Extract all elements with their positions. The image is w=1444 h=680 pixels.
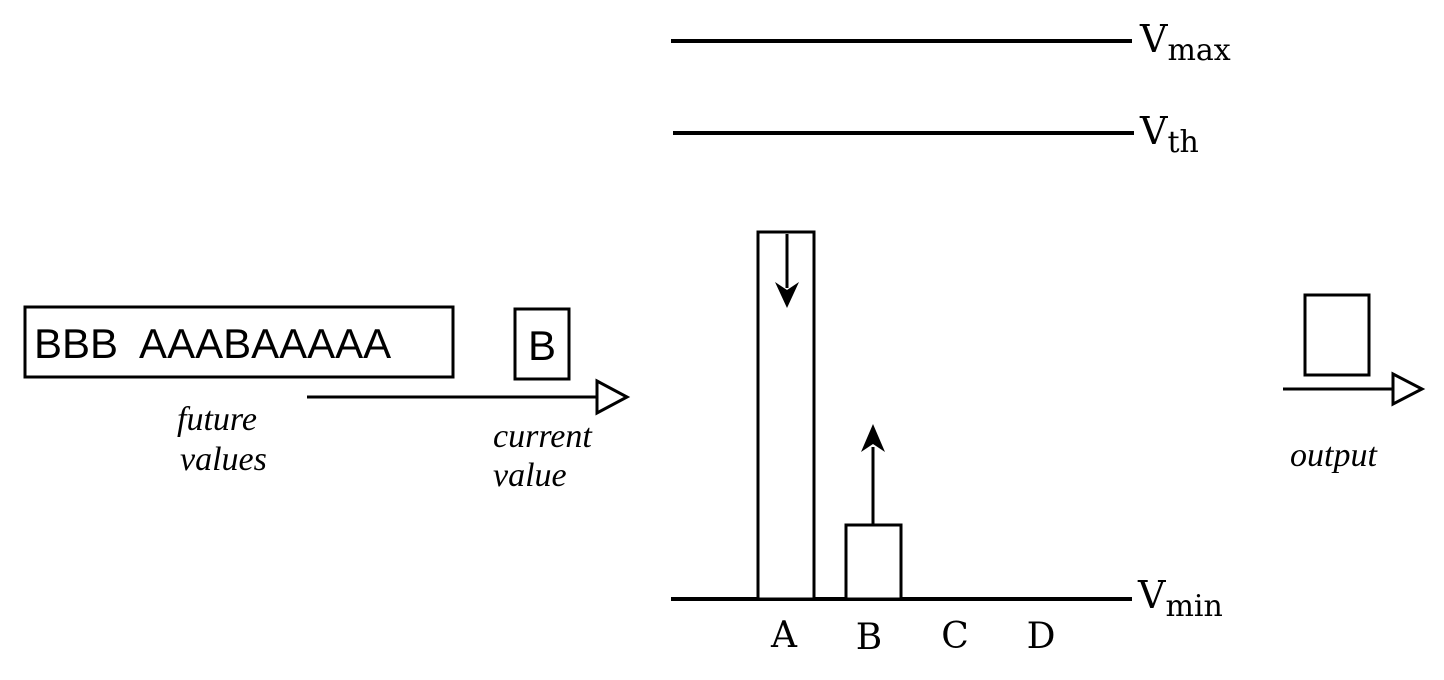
output-box [1303,293,1371,377]
vmin-label-base: V [1137,573,1166,617]
input-arrow-head [595,378,631,416]
output-arrow-head [1391,371,1426,407]
current-label-line1: current [493,418,593,455]
vth-label-base: V [1139,109,1168,153]
vmax-label-sub: max [1167,33,1230,68]
output-label: output [1290,437,1378,474]
future-label-line2: values [180,441,267,478]
bar-b [844,523,903,601]
current-value-box [513,307,571,381]
bar-b-arrow-head [861,424,885,452]
future-sequence-text: BBB AAABAAAAA [34,320,391,367]
vmax-label-base: V [1139,17,1168,61]
current-value-text: B [528,322,556,369]
vth-label: Vth [1139,109,1199,160]
vmin-label-sub: min [1165,589,1222,624]
bar-label-d: D [1027,616,1056,657]
vmax-label: Vmax [1139,17,1231,68]
future-sequence-box [23,305,455,379]
vth-label-sub: th [1167,125,1198,160]
bar-a-arrow-head [775,282,799,308]
current-label-line2: value [493,457,567,494]
bar-label-c: C [941,616,969,657]
bar-label-b: B [856,617,882,658]
future-label-line1: future [177,401,257,438]
vmin-label: Vmin [1137,573,1223,624]
bar-label-a: A [770,615,798,656]
